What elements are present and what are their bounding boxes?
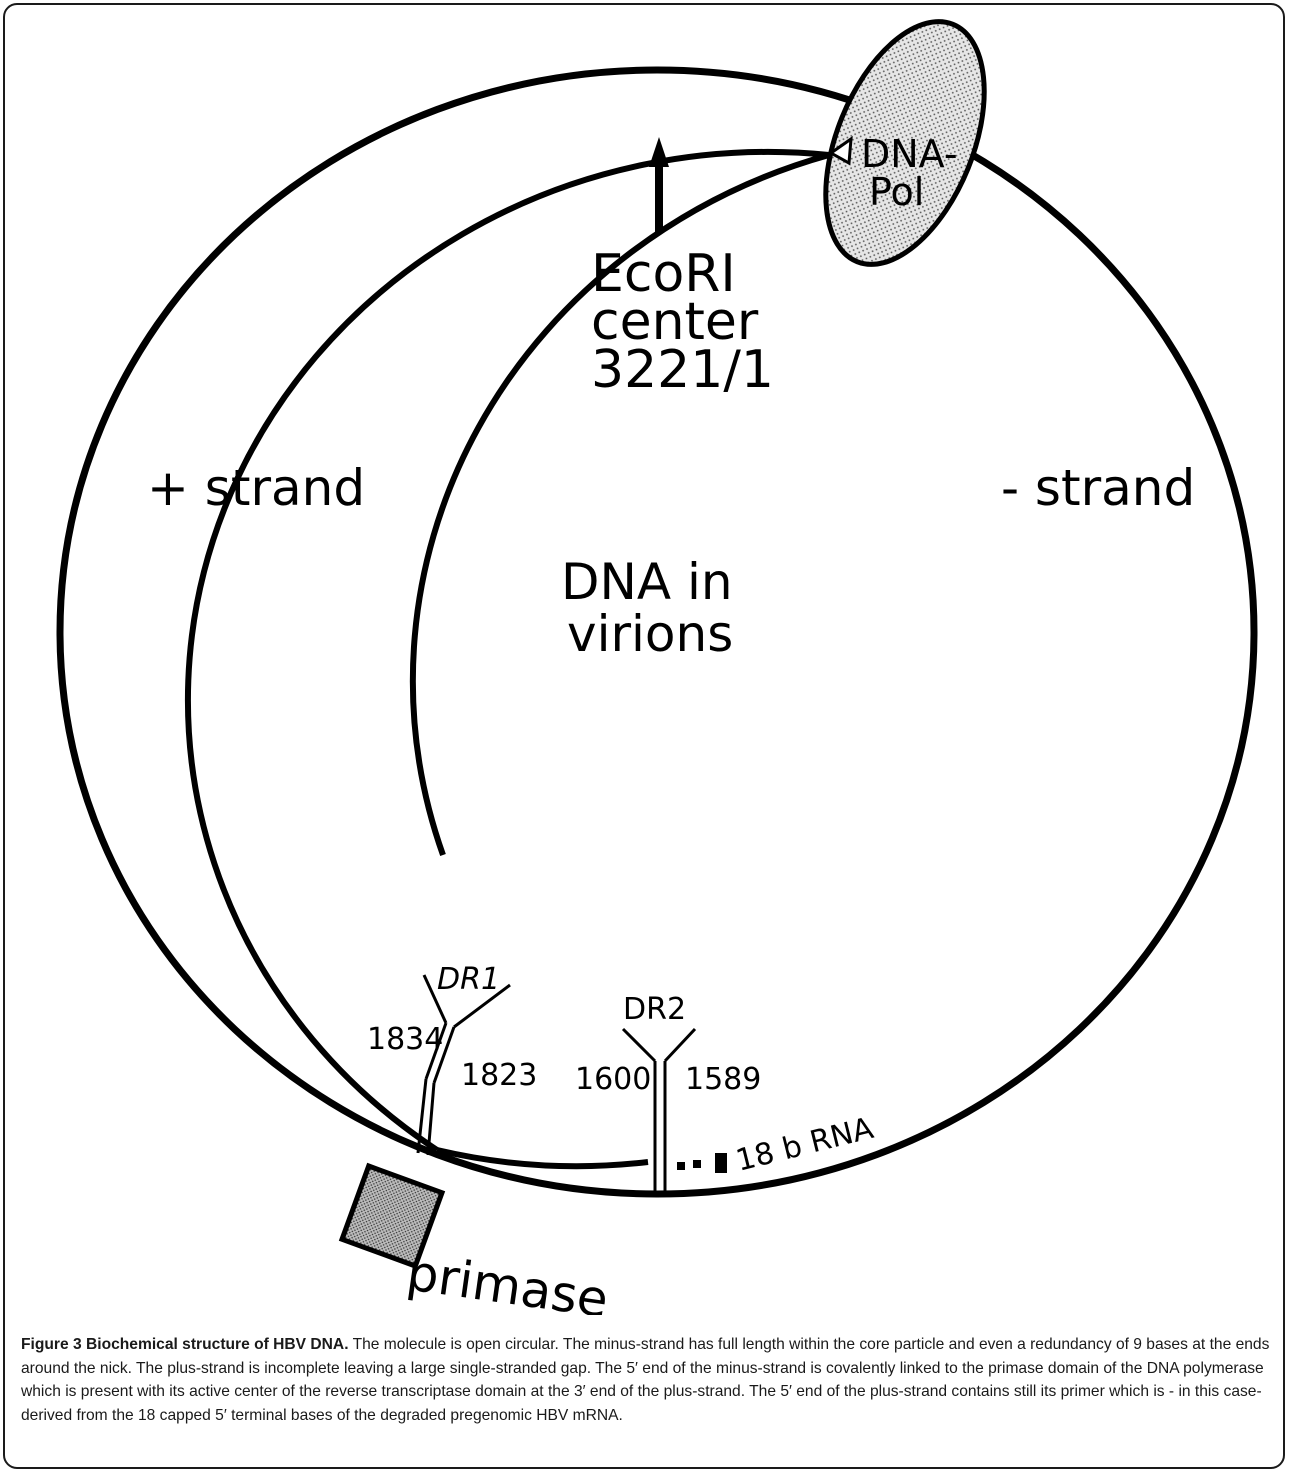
ecori-label-line3: 3221/1 — [591, 340, 774, 400]
plus-strand-lower — [436, 1147, 649, 1170]
dr2-right-position: 1589 — [685, 1062, 761, 1097]
dna-pol-shape — [823, 19, 987, 267]
primase-label: primase — [403, 1243, 611, 1315]
figure-frame: DNA- Pol EcoRI center 3221/1 + strand - … — [3, 3, 1285, 1469]
ecori-label-line2: center — [591, 292, 759, 352]
ecori-label-line1: EcoRI — [591, 244, 736, 304]
rna-primer — [677, 1153, 727, 1173]
dr1-marker — [416, 974, 511, 1156]
dr2-label: DR2 — [623, 992, 686, 1027]
figure-caption: Figure 3 Biochemical structure of HBV DN… — [21, 1333, 1273, 1427]
plus-strand-arc — [409, 152, 830, 857]
dna-pol-label-line2: Pol — [869, 170, 924, 214]
minus-strand-circle — [56, 66, 1258, 1198]
primase-shape — [338, 1162, 446, 1270]
dr2-marker — [621, 1027, 697, 1191]
hbv-dna-diagram: DNA- Pol EcoRI center 3221/1 + strand - … — [5, 5, 1283, 1329]
caption-text: The molecule is open circular. The minus… — [21, 1336, 1270, 1424]
plus-strand-left — [184, 148, 830, 1153]
dr1-label: DR1 — [437, 962, 500, 997]
plus-strand-label: + strand — [147, 459, 365, 517]
ecori-arrow-head — [649, 137, 669, 167]
active-center-triangle — [828, 135, 853, 166]
dr2-left-position: 1600 — [575, 1062, 651, 1097]
dr1-right-position: 1823 — [461, 1058, 537, 1093]
center-label-line2: virions — [567, 605, 733, 663]
minus-strand-label: - strand — [1001, 459, 1195, 517]
dr1-left-position: 1834 — [367, 1022, 443, 1057]
rna-label: 18 b RNA — [732, 1111, 877, 1179]
center-label-line1: DNA in — [561, 553, 733, 611]
caption-label: Figure 3 Biochemical structure of HBV DN… — [21, 1336, 349, 1353]
dna-pol-label-line1: DNA- — [861, 132, 958, 176]
